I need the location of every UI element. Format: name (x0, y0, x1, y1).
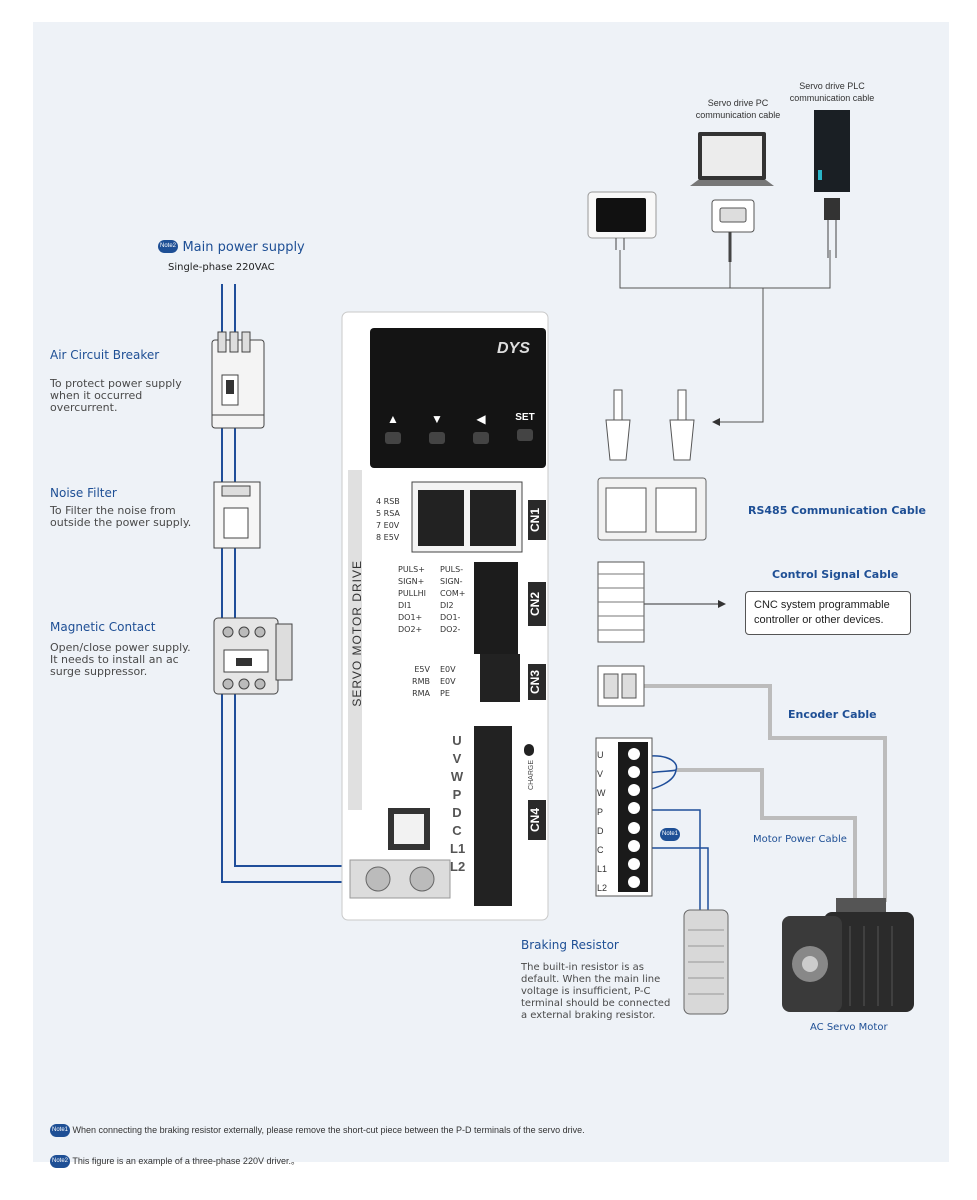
rs485-sockets-icon (597, 477, 707, 541)
charge-led (524, 744, 534, 756)
encoder-label: Encoder Cable (788, 708, 877, 721)
contact-desc: Open/close power supply.It needs to inst… (50, 641, 191, 678)
motor-label: AC Servo Motor (810, 1022, 888, 1033)
cn2-label: CN2 (528, 582, 546, 626)
plc-device-icon (814, 110, 850, 258)
key-down[interactable]: ▼ (426, 412, 448, 444)
control-signal-connector-icon (597, 561, 645, 643)
servo-drive-body (341, 311, 549, 921)
cn4-label: CN4 (528, 800, 546, 840)
note2-badge: Note2 (158, 240, 178, 254)
power-subtitle: Single-phase 220VAC (168, 262, 275, 273)
charge-label: CHARGE (528, 760, 535, 790)
key-set[interactable]: SET (514, 412, 536, 444)
footnote-2: Note2 This figure is an example of a thr… (50, 1154, 300, 1169)
laptop-icon (690, 132, 774, 262)
key-left[interactable]: ◀ (470, 412, 492, 444)
contact-title: Magnetic Contact (50, 620, 156, 634)
magnetic-contact-icon (213, 617, 293, 695)
main-power-label: Main power supply (182, 240, 305, 255)
noise-filter-icon (213, 481, 261, 549)
rs485-label: RS485 Communication Cable (748, 504, 926, 517)
encoder-connector-icon (597, 665, 645, 707)
note1-marker: Note1 (660, 826, 680, 844)
drive-keypad: ▲ ▼ ◀ SET (382, 412, 536, 444)
braking-resistor-icon (683, 909, 729, 1015)
servo-motor-icon (782, 898, 914, 1012)
brand-logo: DYS (497, 340, 530, 357)
drive-vertical-label: SERVO MOTOR DRIVE (350, 560, 364, 707)
control-signal-label: Control Signal Cable (772, 568, 899, 581)
motor-power-label: Motor Power Cable (753, 834, 847, 845)
air-circuit-breaker-icon (211, 331, 265, 429)
filter-title: Noise Filter (50, 486, 117, 500)
drive-terminal-letters: U V W P D C L1 L2 (450, 733, 466, 874)
breaker-title: Air Circuit Breaker (50, 348, 160, 362)
cn3-label: CN3 (528, 664, 546, 700)
main-power-title: Note2 Main power supply (158, 238, 305, 256)
footnote-1: Note1 When connecting the braking resist… (50, 1124, 585, 1137)
cn1-label: CN1 (528, 500, 546, 540)
key-up[interactable]: ▲ (382, 412, 404, 444)
power-terminal-block-icon (595, 737, 653, 897)
keypad-device-icon (587, 191, 657, 250)
braking-title: Braking Resistor (521, 938, 619, 952)
rs485-plugs-icon (605, 389, 695, 461)
